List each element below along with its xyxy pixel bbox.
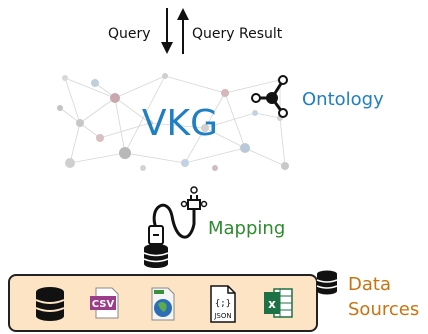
ontology-icon bbox=[251, 75, 288, 118]
ontology-label: Ontology bbox=[302, 89, 384, 110]
json-file-icon: {;} JSON bbox=[210, 285, 236, 323]
json-braces-text: {;} bbox=[215, 299, 231, 309]
csv-file-icon: CSV bbox=[90, 287, 119, 319]
knowledge-graph-network bbox=[57, 73, 289, 171]
vkg-title: VKG bbox=[141, 103, 219, 144]
mapping-label: Mapping bbox=[208, 218, 286, 239]
query-label: Query bbox=[108, 26, 151, 42]
query-result-label: Query Result bbox=[192, 26, 283, 42]
data-sources-database-icon bbox=[316, 270, 338, 295]
mapping-icon bbox=[143, 186, 208, 268]
geo-file-icon bbox=[151, 287, 175, 321]
excel-icon-text: x bbox=[268, 297, 276, 311]
query-result-up-arrow bbox=[177, 8, 189, 54]
json-icon-text: JSON bbox=[213, 312, 231, 320]
data-sources-label-line1: Data bbox=[348, 274, 391, 295]
csv-icon-text: CSV bbox=[92, 299, 115, 310]
query-down-arrow bbox=[161, 8, 173, 54]
database-icon bbox=[35, 287, 65, 321]
excel-file-icon: x bbox=[264, 288, 293, 318]
data-sources-label-line2: Sources bbox=[348, 299, 420, 320]
